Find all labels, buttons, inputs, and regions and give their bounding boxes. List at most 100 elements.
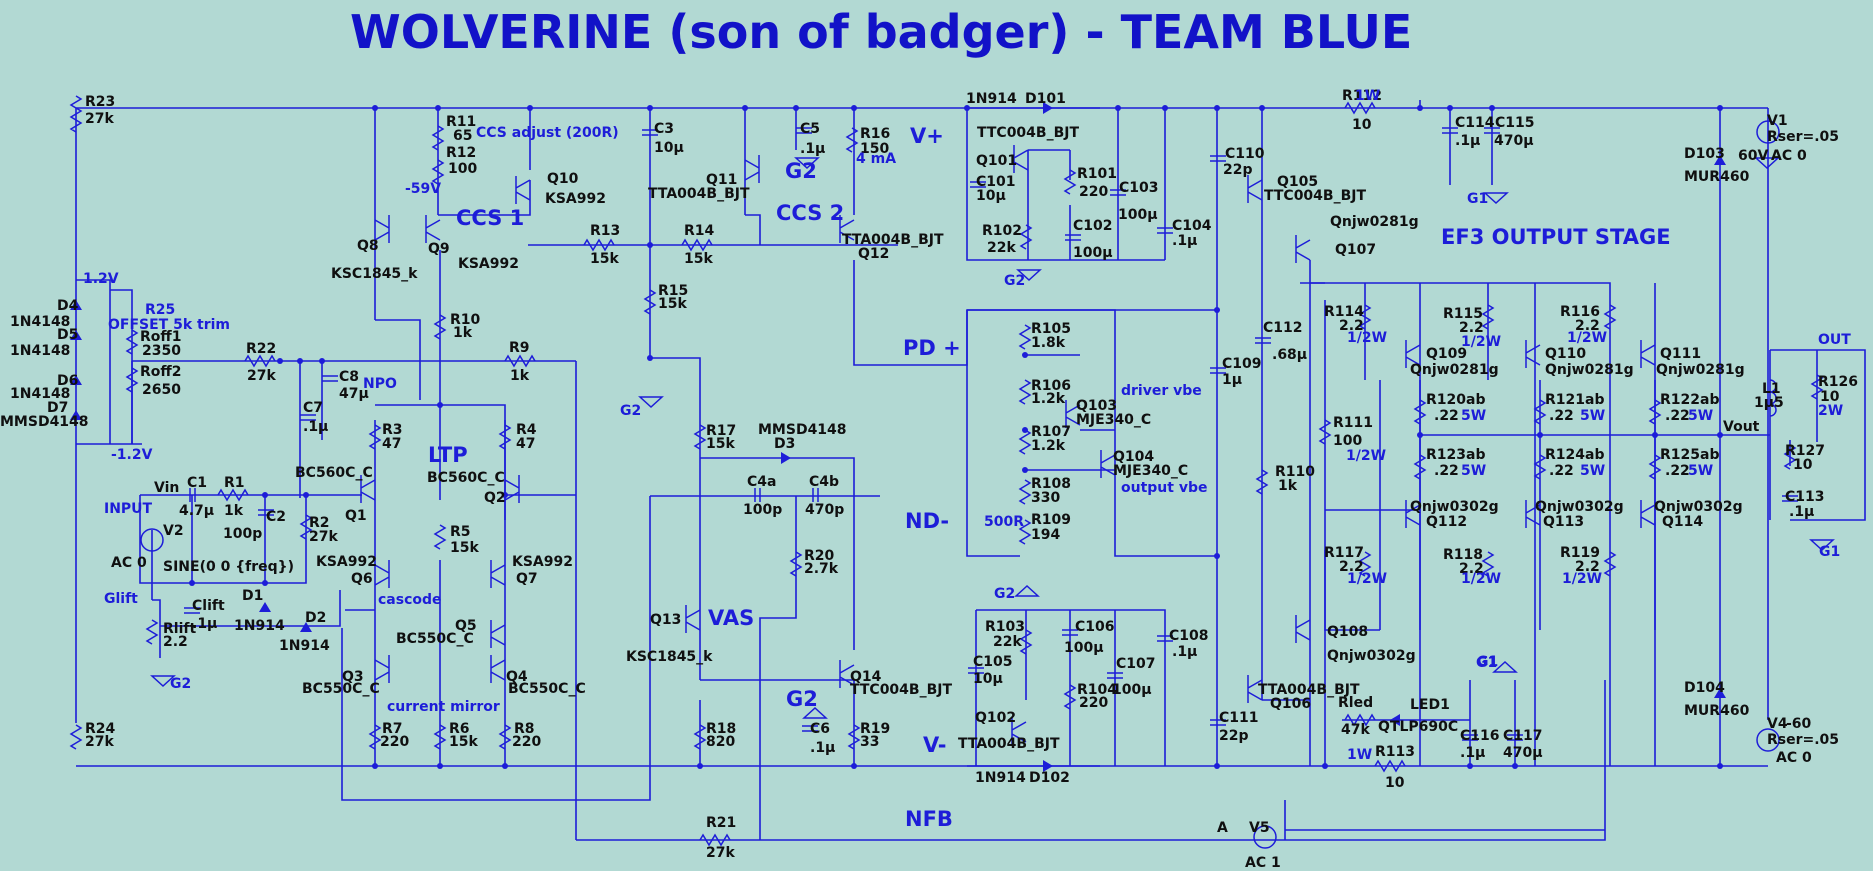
component-label: C3 [654, 121, 674, 137]
component-label: Q6 [351, 571, 373, 587]
component-label: R103 [985, 619, 1025, 635]
net-note: -59V [405, 181, 441, 197]
component-label: 2.2 [1575, 559, 1600, 575]
component-label: R121ab [1545, 392, 1604, 408]
net-note: driver vbe [1121, 383, 1202, 399]
component-label: D5 [57, 327, 78, 343]
component-label: R13 [590, 223, 620, 239]
component-label: R9 [509, 340, 530, 356]
component-label: KSC1845_k [626, 649, 713, 665]
component-label: R114 [1324, 304, 1364, 320]
component-label: Rled [1338, 695, 1373, 711]
component-label: R102 [982, 223, 1022, 239]
section-heading: NFB [905, 807, 953, 831]
net-note: NPO [363, 376, 397, 392]
component-label: V1 [1767, 113, 1788, 129]
component-label: 470p [805, 502, 844, 518]
component-label: R112 [1342, 88, 1382, 104]
component-label: 2.2 [1575, 318, 1600, 334]
component-label: Q2 [484, 490, 506, 506]
net-note: G2 [620, 403, 641, 419]
net-note: 1/2W [1346, 448, 1386, 464]
component-label: 100p [743, 502, 782, 518]
component-label: R11 [446, 114, 476, 130]
component-label: R22 [246, 341, 276, 357]
component-label: Qnjw0302g [1410, 499, 1499, 515]
component-label: C115 [1495, 115, 1535, 131]
section-heading: V- [923, 733, 946, 757]
component-label: R14 [684, 223, 715, 239]
component-label: R1 [224, 475, 245, 491]
component-label: 10µ [973, 671, 1003, 687]
component-label: Qnjw0302g [1327, 648, 1416, 664]
component-label: Roff1 [140, 329, 181, 345]
component-label: 1N4148 [10, 314, 70, 330]
component-label: Q10 [547, 171, 579, 187]
component-label: KSA992 [545, 191, 606, 207]
component-label: Q9 [428, 241, 450, 257]
net-note: G1 [1819, 544, 1840, 560]
component-label: 10 [1385, 775, 1405, 791]
component-label: Q104 [1113, 449, 1154, 465]
component-label: Q114 [1662, 514, 1703, 530]
component-label: R111 [1333, 415, 1373, 431]
component-label: KSA992 [458, 256, 519, 272]
component-label: D102 [1029, 770, 1070, 786]
component-label: C103 [1119, 180, 1159, 196]
component-label: 330 [1031, 490, 1060, 506]
section-heading: V+ [910, 124, 944, 148]
component-label: R120ab [1426, 392, 1485, 408]
component-label: R21 [706, 815, 736, 831]
component-label: D6 [57, 373, 78, 389]
net-note: G2 [170, 676, 191, 692]
component-label: 2.2 [163, 634, 188, 650]
component-label: C116 [1460, 728, 1500, 744]
net-note: 5W [1688, 408, 1713, 424]
component-label: R7 [382, 721, 403, 737]
component-label: Vout [1723, 419, 1760, 435]
component-label: D4 [57, 298, 79, 314]
component-label: R115 [1443, 306, 1483, 322]
component-label: C7 [303, 400, 323, 416]
section-heading: G2 [786, 687, 818, 711]
component-label: C106 [1075, 619, 1115, 635]
component-label: TTC004B_BJT [977, 125, 1079, 141]
components [69, 95, 1835, 849]
component-label: 47 [516, 436, 535, 452]
component-label: KSA992 [316, 554, 377, 570]
net-note: 5W [1688, 463, 1713, 479]
net-note: current mirror [387, 699, 500, 715]
component-label: R20 [804, 548, 835, 564]
component-label: Rser=.05 [1767, 129, 1839, 145]
component-label: .22 [1549, 463, 1574, 479]
component-label: Q1 [345, 508, 367, 524]
component-label: 2.2 [1339, 318, 1364, 334]
component-label: Q5 [455, 618, 477, 634]
net-note: 1W [1347, 747, 1372, 763]
net-note: 5W [1580, 463, 1605, 479]
component-label: 1N4148 [10, 343, 70, 359]
component-label: 1N4148 [10, 386, 70, 402]
component-label: R2 [309, 515, 330, 531]
component-label: Q102 [975, 710, 1016, 726]
component-label: TTA004B_BJT [842, 232, 944, 248]
component-label: C104 [1172, 218, 1212, 234]
component-label: 470µ [1503, 745, 1543, 761]
component-label: .22 [1665, 463, 1690, 479]
component-label: 2.2 [1459, 561, 1484, 577]
component-label: R124ab [1545, 447, 1604, 463]
component-label: D3 [774, 436, 795, 452]
component-label: Qnjw0281g [1656, 362, 1745, 378]
component-label: R101 [1077, 166, 1117, 182]
net-note: 2W [1818, 403, 1843, 419]
component-label: 22p [1223, 162, 1253, 178]
component-label: 100µ [1073, 245, 1113, 261]
component-label: R8 [514, 721, 535, 737]
component-label: D2 [305, 610, 326, 626]
component-label: KSA992 [512, 554, 573, 570]
component-label: 100µ [1118, 207, 1158, 223]
component-label: BC550C_C [508, 681, 586, 697]
component-label: 10µ [654, 140, 684, 156]
component-label: C8 [339, 369, 359, 385]
component-label: .1µ [800, 141, 825, 157]
